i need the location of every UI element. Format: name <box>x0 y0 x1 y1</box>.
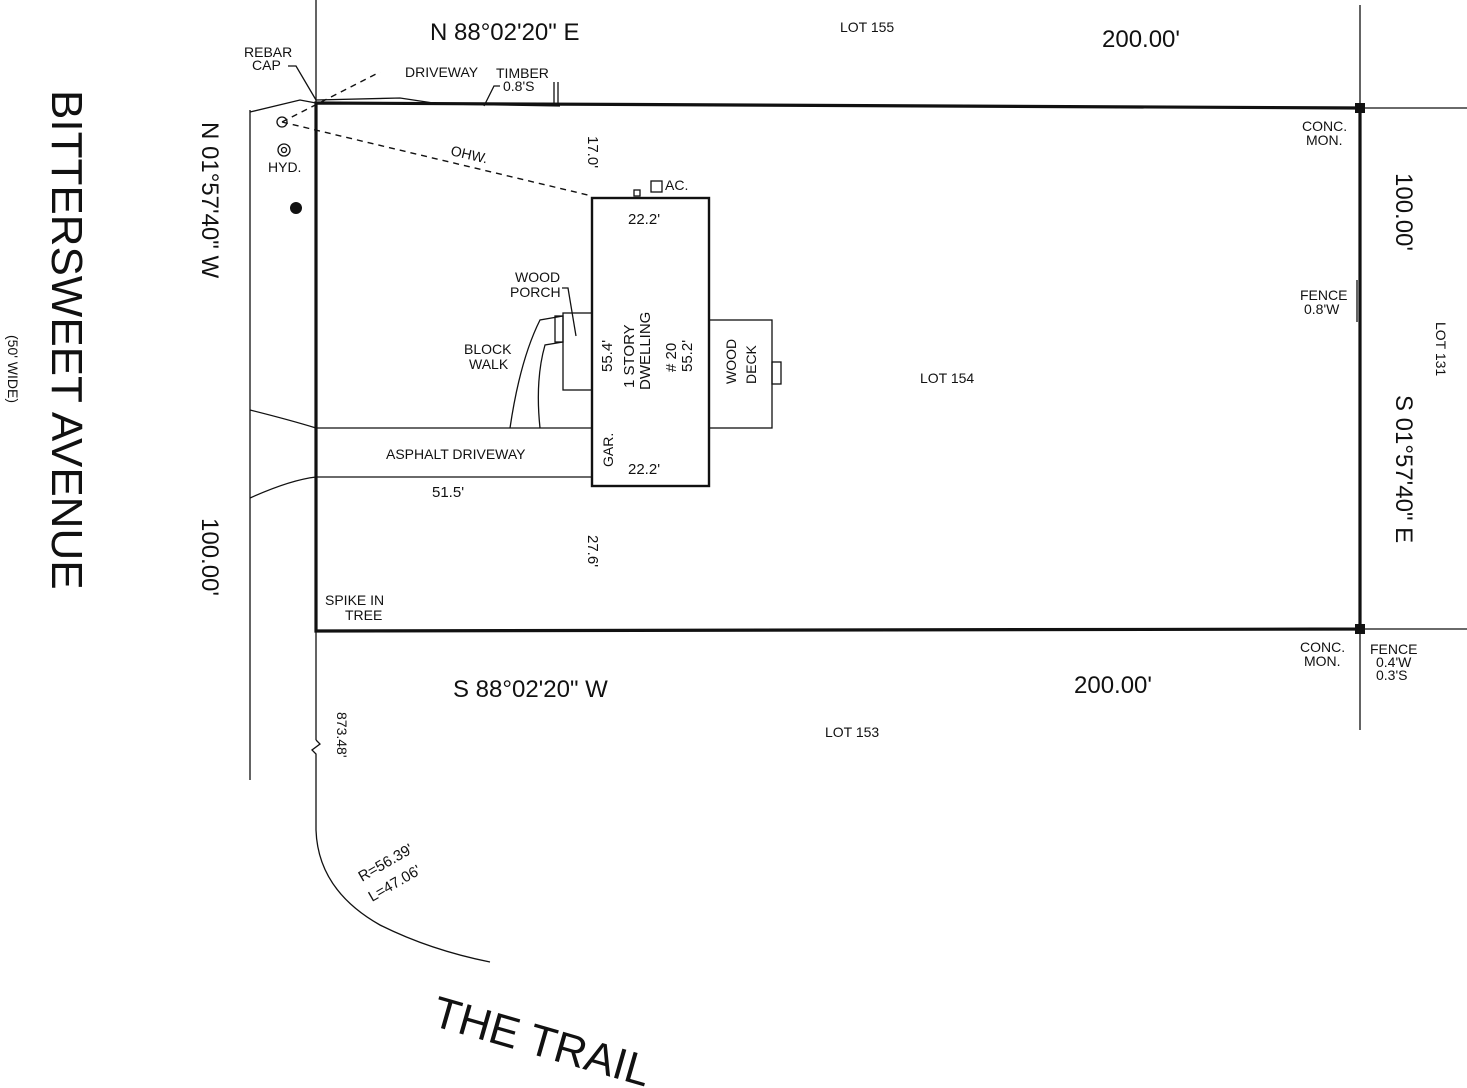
deck-label-2: DECK <box>743 344 759 384</box>
deck <box>708 319 773 429</box>
tie-distance: 873.48' <box>334 712 350 758</box>
porch-label: WOOD <box>515 269 560 285</box>
front-setback: 17.0' <box>584 136 601 168</box>
house-depth-left: 55.4' <box>599 340 616 372</box>
house-label-2: DWELLING <box>637 312 654 390</box>
valve-icon <box>290 202 302 214</box>
monument-ne <box>1355 103 1365 113</box>
porch-label-2: PORCH <box>510 284 561 300</box>
fence-east-label-2: 0.8'W <box>1304 301 1340 317</box>
bearing-north: N 88°02'20" E <box>430 19 579 46</box>
monument-ne-label: CONC. <box>1302 118 1347 134</box>
hydrant-icon <box>277 143 291 157</box>
street-trail: THE TRAIL <box>427 988 656 1088</box>
asphalt-driveway-label: ASPHALT DRIVEWAY <box>386 446 526 462</box>
monument-se-label: CONC. <box>1300 639 1345 655</box>
fence-se-label-2: 0.4'W <box>1376 654 1412 670</box>
driveway-length: 51.5' <box>432 484 464 501</box>
reference-lines <box>249 0 1467 963</box>
street-bittersweet: BITTERSWEET AVENUE <box>42 90 91 590</box>
timber-label: TIMBER <box>496 65 549 81</box>
lot-131: LOT 131 <box>1433 322 1449 376</box>
bearing-east: S 01°57'40" E <box>1390 395 1417 543</box>
dist-north: 200.00' <box>1102 26 1180 53</box>
monument-se <box>1355 624 1365 634</box>
lot-154: LOT 154 <box>920 370 974 386</box>
monument-se-label-2: MON. <box>1304 653 1341 669</box>
deck-label-1: WOOD <box>723 339 739 384</box>
walk-label-2: WALK <box>469 356 509 372</box>
bearing-west: N 01°57'40" W <box>196 122 223 278</box>
ac-unit-icon <box>650 180 663 193</box>
fence-se-label-3: 0.3'S <box>1376 667 1407 683</box>
rebar-label-2: CAP <box>252 57 281 73</box>
house-width-bottom: 22.2' <box>628 461 660 478</box>
ac-label: AC. <box>665 177 688 193</box>
timber-label-2: 0.8'S <box>503 78 534 94</box>
driveway-top-label: DRIVEWAY <box>405 64 479 80</box>
hydrant-label: HYD. <box>268 159 301 175</box>
street-width: (50' WIDE) <box>5 335 21 403</box>
dist-east: 100.00' <box>1390 173 1417 251</box>
walk-label: BLOCK <box>464 341 512 357</box>
side-distance: 27.6' <box>584 535 601 567</box>
fence-se-label: FENCE <box>1370 641 1417 657</box>
garage-label: GAR. <box>600 433 616 467</box>
dist-south: 200.00' <box>1074 672 1152 699</box>
dist-west: 100.00' <box>196 518 223 596</box>
spike-label-2: TREE <box>345 607 382 623</box>
porch <box>562 312 593 391</box>
dwelling <box>590 196 711 488</box>
lot-153: LOT 153 <box>825 724 879 740</box>
spike-label: SPIKE IN <box>325 592 384 608</box>
house-label-1: 1 STORY <box>621 324 638 388</box>
house-number: # 20 <box>663 343 680 372</box>
lot-155: LOT 155 <box>840 19 894 35</box>
house-depth-right: 55.2' <box>679 340 696 372</box>
house-width-top: 22.2' <box>628 211 660 228</box>
utility-pole-icon <box>276 116 288 128</box>
monument-ne-label-2: MON. <box>1306 132 1343 148</box>
rebar-label: REBAR <box>244 44 292 60</box>
bearing-south: S 88°02'20" W <box>453 676 608 703</box>
fence-east-label: FENCE <box>1300 287 1347 303</box>
